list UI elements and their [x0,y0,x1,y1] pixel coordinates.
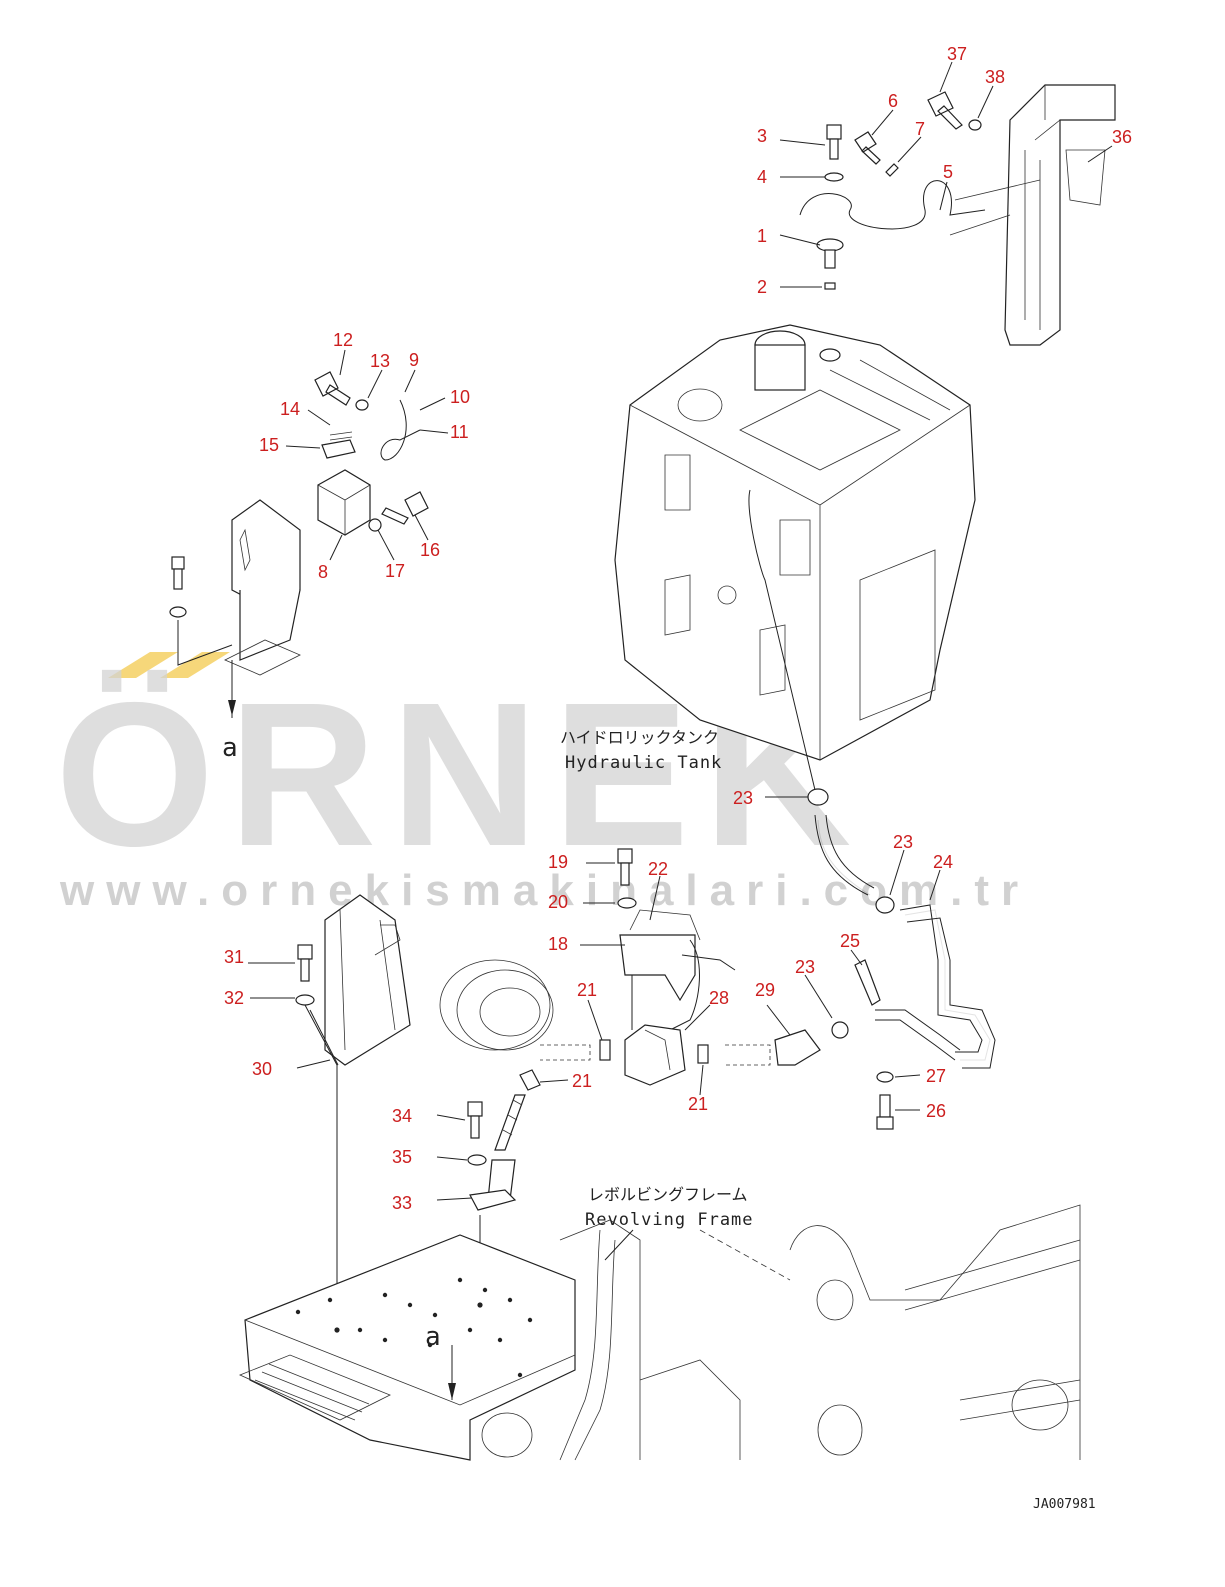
hydraulic-tank-label-en: Hydraulic Tank [565,753,722,773]
filter-bracket [619,934,696,1002]
frame-platform [244,1234,576,1461]
revolving-frame-drawing [238,1204,1081,1461]
drawing-reference-number: JA007981 [1033,1497,1096,1512]
sensor-body [816,238,844,252]
revolving-frame-label-jp: レボルビングフレーム [588,1185,748,1204]
callout-30: 30 [252,1059,272,1079]
callout-34: 34 [392,1106,412,1126]
sensor-stem [824,249,836,269]
revolving-frame-label-en: Revolving Frame [585,1210,754,1230]
callout-10: 10 [450,387,470,407]
callout-31: 31 [224,947,244,967]
hose-holder [324,894,411,1066]
callout-12: 12 [333,330,353,350]
hydraulic-tank-drawing [614,324,976,791]
view-a-label-top: a [222,733,239,763]
watermark-url: www.ornekismakinalari.com.tr [59,866,1030,915]
callout-37: 37 [947,44,967,64]
sensor-assembly-drawing [799,84,1116,346]
arrow-a-bottom [448,1383,456,1400]
flange-33 [469,1189,517,1211]
callout-35: 35 [392,1147,412,1167]
leader-lines [248,61,1113,1261]
switch-box [317,469,371,536]
callout-23-c: 23 [795,957,815,977]
callout-2: 2 [757,277,767,297]
callout-23-b: 23 [893,832,913,852]
mounting-bracket [1004,84,1116,346]
callout-27: 27 [926,1066,946,1086]
callout-6: 6 [888,91,898,111]
text-labels: ハイドロリックタンク Hydraulic Tank レボルビングフレーム Rev… [222,728,1096,1512]
callout-11: 11 [450,422,469,442]
callout-16: 16 [420,540,440,560]
tank-body [614,324,976,761]
hose-assembly-drawing [295,788,996,1330]
tank-port [819,348,841,362]
callout-15: 15 [259,435,279,455]
callout-21-b: 21 [572,1071,592,1091]
callout-18: 18 [548,934,568,954]
callout-33: 33 [392,1193,412,1213]
callout-1: 1 [757,226,767,246]
callout-28: 28 [709,988,729,1008]
callout-22: 22 [648,859,668,879]
fitting-29 [774,1029,821,1066]
callout-21-c: 21 [688,1094,708,1114]
plate-15 [321,439,356,459]
arrow-a-top [228,700,236,716]
watermark-accent-right [160,652,230,678]
callout-29: 29 [755,980,775,1000]
pump-body [624,1024,686,1086]
callout-4: 4 [757,167,767,187]
callout-13: 13 [370,351,390,371]
watermark-accent-left [108,652,178,678]
callout-5: 5 [943,162,953,182]
callout-23-a: 23 [733,788,753,808]
view-a-label-bottom: a [425,1322,442,1352]
callout-21-a: 21 [577,980,597,1000]
callout-32: 32 [224,988,244,1008]
switch-box-assembly-drawing [169,371,429,718]
callout-14: 14 [280,399,300,419]
callout-7: 7 [915,119,925,139]
callout-36: 36 [1112,127,1132,147]
callout-20: 20 [548,892,568,912]
callout-numbers: 37 38 6 3 7 36 4 5 1 2 12 13 9 10 14 11 … [224,44,1132,1213]
callout-3: 3 [757,126,767,146]
sensor-plug [824,282,836,290]
callout-17: 17 [385,561,405,581]
callout-26: 26 [926,1101,946,1121]
callout-9: 9 [409,350,419,370]
callout-8: 8 [318,562,328,582]
hydraulic-tank-label-jp: ハイドロリックタンク [560,728,719,747]
callout-25: 25 [840,931,860,951]
callout-19: 19 [548,852,568,872]
clamp-23-top [807,788,829,806]
callout-38: 38 [985,67,1005,87]
callout-24: 24 [933,852,953,872]
